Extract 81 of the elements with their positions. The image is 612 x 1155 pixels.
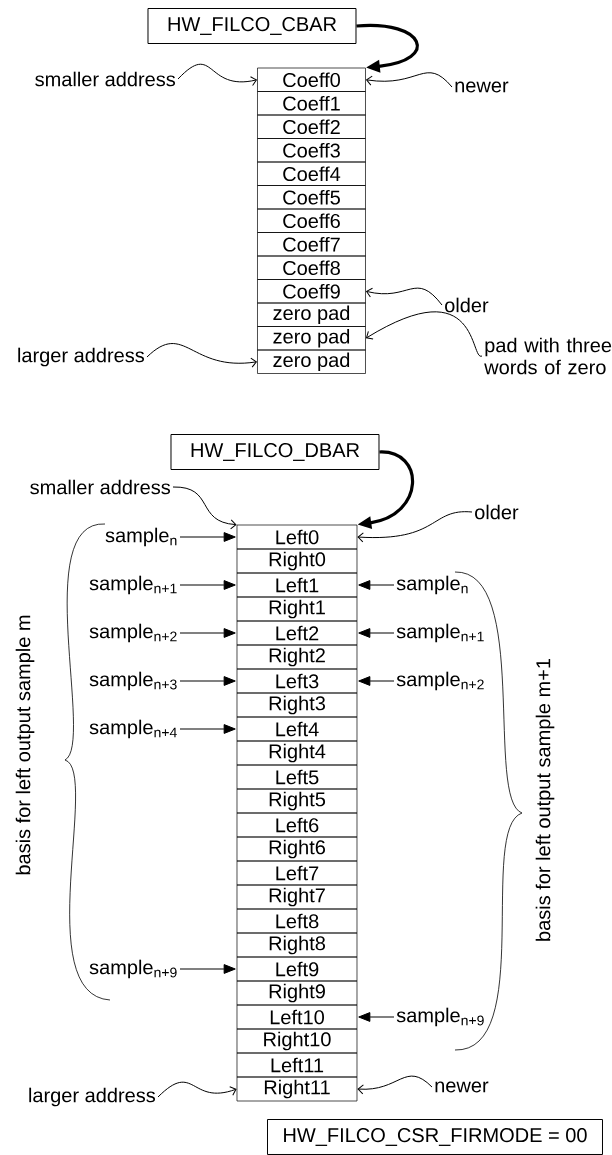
- memory-cell: Right1: [236, 596, 358, 622]
- memory-cell: Right9: [236, 980, 358, 1006]
- memory-cell: zero pad: [257, 326, 366, 351]
- sample-arrow: [358, 1012, 395, 1022]
- annotation-text: pad with three words of zero: [484, 337, 612, 375]
- leader-arrow: [172, 486, 237, 530]
- memory-cell: Right2: [236, 644, 358, 670]
- memory-cell: Left6: [236, 812, 358, 838]
- sample-arrow: [179, 628, 236, 638]
- pointer-arrow: [356, 23, 419, 73]
- sample-arrow: [179, 724, 236, 734]
- sample-arrow: [358, 628, 395, 638]
- memory-cell: Right10: [236, 1028, 358, 1054]
- sample-label: sample$_{n+4}$: [89, 719, 177, 739]
- sample-label: sample$_{n+1}$: [396, 623, 484, 643]
- leader-arrow: [177, 63, 257, 86]
- memory-cell: Right5: [236, 788, 358, 814]
- sample-label: sample$_{n+9}$: [396, 1007, 484, 1027]
- leader-arrow: [157, 1081, 237, 1098]
- memory-cell: Right0: [236, 548, 358, 574]
- memory-cell: Coeff4: [257, 161, 366, 186]
- sample-label: sample$_{n+3}$: [89, 671, 177, 691]
- memory-cell: Coeff1: [257, 91, 366, 116]
- memory-cell: Coeff7: [257, 232, 366, 257]
- memory-cell: Coeff8: [257, 255, 366, 280]
- leader-arrow: [366, 72, 453, 88]
- memory-cell: Left2: [236, 620, 358, 646]
- leader-arrow: [366, 287, 443, 306]
- memory-cell: Coeff9: [257, 279, 366, 304]
- memory-cell: Left9: [236, 956, 358, 982]
- sample-arrow: [179, 580, 236, 590]
- leader-arrow: [146, 343, 257, 368]
- leader-arrow: [357, 511, 473, 543]
- annotation-text: newer: [455, 81, 509, 93]
- leader-arrow: [366, 311, 483, 357]
- memory-cell: Left11: [236, 1052, 358, 1078]
- sample-label: sample$_{n+2}$: [396, 671, 484, 691]
- memory-cell: zero pad: [257, 349, 366, 374]
- memory-cell: Coeff3: [257, 138, 366, 163]
- sample-arrow: [358, 676, 395, 686]
- memory-cell: Right11: [236, 1076, 358, 1102]
- sample-label: sample$_{n}$: [105, 527, 177, 547]
- brace-label: basis for left output sample m: [15, 615, 35, 875]
- sample-label: sample$_{n+1}$: [89, 575, 177, 595]
- memory-cell: Coeff6: [257, 208, 366, 233]
- annotation-text: smaller address: [30, 479, 170, 495]
- memory-cell: Left7: [236, 860, 358, 886]
- memory-cell: Right3: [236, 692, 358, 718]
- sample-arrow: [358, 580, 395, 590]
- register-box: HW_FILCO_CSR_FIRMODE = 00: [267, 1119, 603, 1155]
- annotation-text: older: [475, 504, 519, 520]
- register-box: HW_FILCO_DBAR: [170, 434, 380, 470]
- annotation-text: larger address: [29, 1087, 155, 1107]
- memory-cell: Left0: [236, 524, 358, 550]
- sample-label: sample$_{n+2}$: [89, 623, 177, 643]
- sample-label: sample$_{n+9}$: [89, 959, 177, 979]
- memory-cell: Coeff5: [257, 185, 366, 210]
- memory-cell: Left4: [236, 716, 358, 742]
- memory-cell: Left8: [236, 908, 358, 934]
- sample-arrow: [179, 964, 236, 974]
- memory-cell: Left1: [236, 572, 358, 598]
- leader-arrow: [357, 1075, 433, 1095]
- memory-cell: Left5: [236, 764, 358, 790]
- annotation-text: larger address: [18, 347, 144, 367]
- annotation-text: older: [445, 297, 489, 313]
- annotation-text: newer: [435, 1081, 489, 1093]
- memory-cell: Right4: [236, 740, 358, 766]
- memory-cell: Coeff0: [257, 67, 366, 92]
- memory-cell: Left3: [236, 668, 358, 694]
- register-box: HW_FILCO_CBAR: [147, 8, 357, 44]
- memory-cell: Right7: [236, 884, 358, 910]
- memory-cell: Right8: [236, 932, 358, 958]
- memory-cell: Coeff2: [257, 114, 366, 139]
- memory-cell: Right6: [236, 836, 358, 862]
- memory-cell: zero pad: [257, 302, 366, 327]
- sample-arrow: [179, 676, 236, 686]
- brace-label: basis for left output sample m+1: [535, 659, 555, 941]
- annotation-text: smaller address: [35, 71, 175, 87]
- sample-arrow: [179, 532, 236, 542]
- sample-label: sample$_{n}$: [396, 575, 468, 595]
- memory-cell: Left10: [236, 1004, 358, 1030]
